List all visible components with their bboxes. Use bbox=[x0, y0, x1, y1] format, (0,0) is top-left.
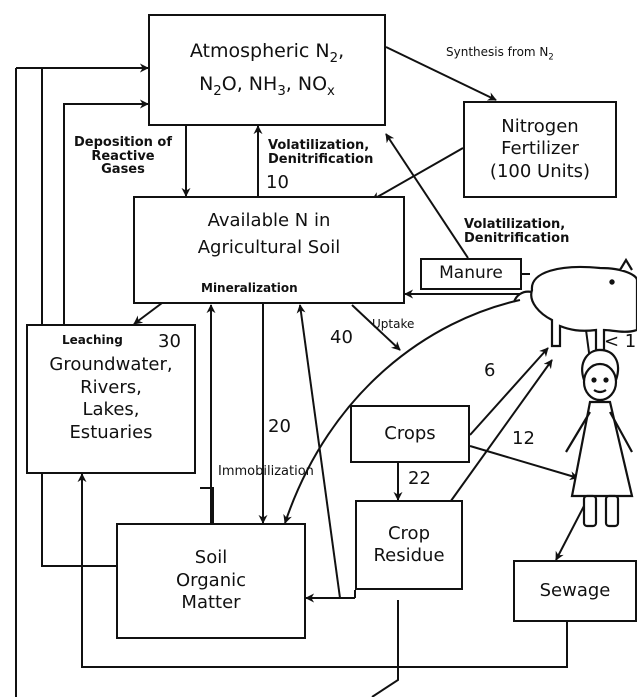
synthesis-label: Synthesis from N2 bbox=[446, 46, 554, 61]
humans-to-sewage-arrow bbox=[556, 506, 584, 560]
crops-to-animals-arrow bbox=[470, 348, 548, 435]
crops-box: Crops bbox=[350, 405, 470, 463]
value-animal-to-human: < 1 bbox=[604, 333, 636, 352]
value-leaching: 30 bbox=[158, 333, 181, 352]
volatilization-label-1: Volatilization, Denitrification bbox=[268, 139, 373, 166]
soil-box: Available N in Agricultural Soil Mineral… bbox=[133, 196, 405, 304]
fertilizer-box: Nitrogen Fertilizer (100 Units) bbox=[463, 101, 617, 198]
sewage-box: Sewage bbox=[513, 560, 637, 622]
value-to-animals: 6 bbox=[484, 362, 495, 381]
volatilization-label-2: Volatilization, Denitrification bbox=[464, 218, 569, 245]
uptake-label: Uptake bbox=[372, 318, 414, 331]
soil-organic-matter-box: Soil Organic Matter bbox=[116, 523, 306, 639]
manure-box: Manure bbox=[420, 258, 522, 290]
fertilizer-to-soil-arrow bbox=[372, 148, 463, 200]
value-volatilization: 10 bbox=[266, 174, 289, 193]
value-immobilization: 20 bbox=[268, 418, 291, 437]
value-residue: 22 bbox=[408, 470, 431, 489]
crop-residue-box: Crop Residue bbox=[355, 500, 463, 590]
value-uptake: 40 bbox=[330, 329, 353, 348]
leaching-label: Leaching bbox=[62, 334, 123, 347]
deposition-label: Deposition of Reactive Gases bbox=[74, 136, 172, 177]
atmosphere-box: Atmospheric N2, N2O, NH3, NOx bbox=[148, 14, 386, 126]
girl-icon bbox=[566, 350, 632, 526]
residue-mineralization-arrow bbox=[300, 305, 340, 598]
value-to-humans: 12 bbox=[512, 430, 535, 449]
immobilization-label: Immobilization bbox=[218, 465, 314, 479]
